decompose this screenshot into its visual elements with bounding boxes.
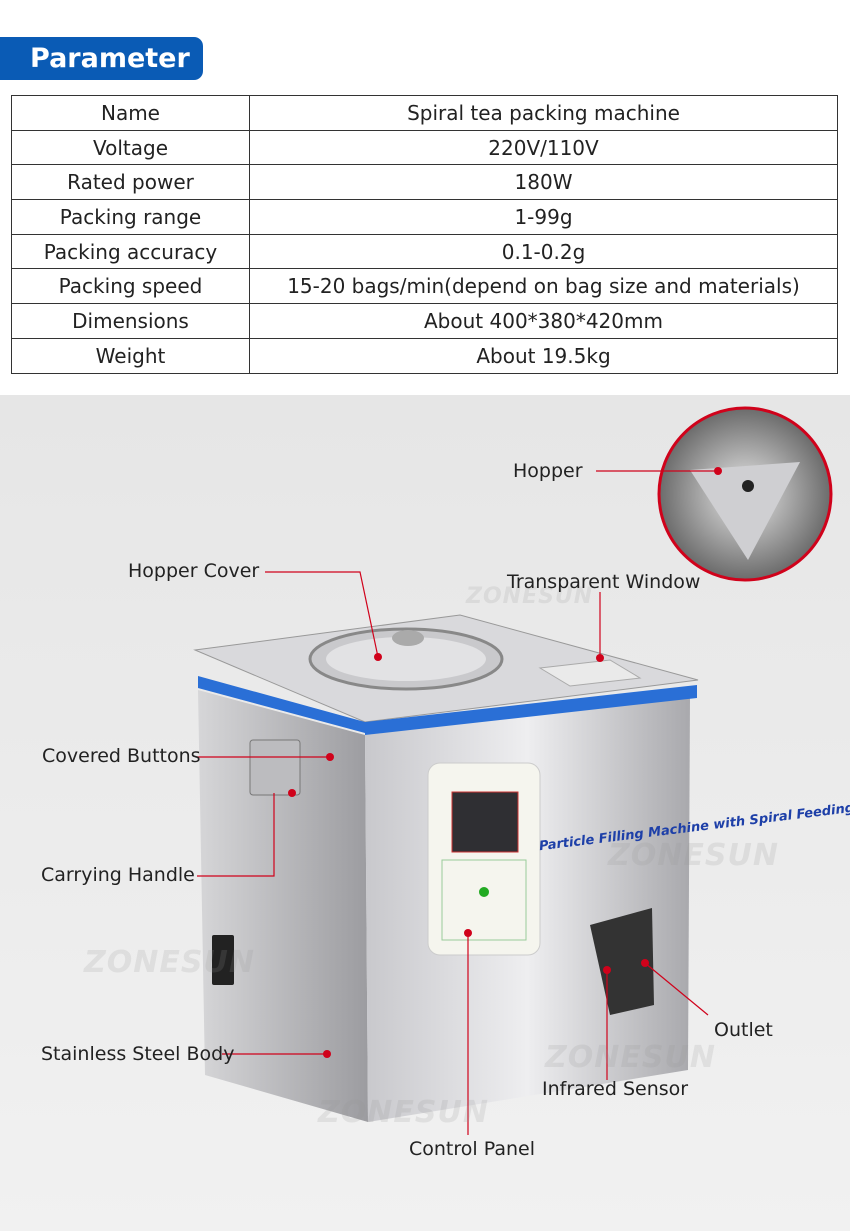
watermark: ZONESUN: [466, 584, 594, 609]
label-stainless-body: Stainless Steel Body: [41, 1043, 235, 1065]
param-value: 0.1-0.2g: [249, 233, 838, 270]
param-name: Rated power: [11, 164, 250, 201]
watermark: ZONESUN: [608, 838, 779, 873]
label-outlet: Outlet: [714, 1019, 773, 1041]
param-value: About 400*380*420mm: [249, 303, 838, 339]
watermark: ZONESUN: [545, 1040, 716, 1075]
machine-side: [198, 690, 368, 1122]
parameter-heading: Parameter: [0, 37, 203, 80]
param-value: 180W: [249, 164, 838, 201]
label-transparent-window: Transparent Window: [507, 571, 701, 593]
param-name: Packing accuracy: [11, 233, 250, 270]
label-hopper: Hopper: [513, 460, 583, 482]
watermark: ZONESUN: [84, 945, 255, 980]
label-carrying-handle: Carrying Handle: [41, 864, 195, 886]
param-value: About 19.5kg: [249, 337, 838, 374]
label-covered-buttons: Covered Buttons: [42, 745, 201, 767]
param-name: Name: [11, 95, 250, 131]
label-control-panel: Control Panel: [409, 1138, 535, 1160]
param-name: Weight: [11, 337, 250, 374]
label-hopper-cover: Hopper Cover: [128, 560, 260, 582]
param-name: Packing speed: [11, 268, 250, 305]
label-infrared-sensor: Infrared Sensor: [542, 1078, 689, 1100]
param-value: 1-99g: [249, 199, 838, 235]
param-value: Spiral tea packing machine: [249, 95, 838, 131]
param-name: Packing range: [11, 199, 250, 235]
watermark: ZONESUN: [318, 1095, 489, 1130]
